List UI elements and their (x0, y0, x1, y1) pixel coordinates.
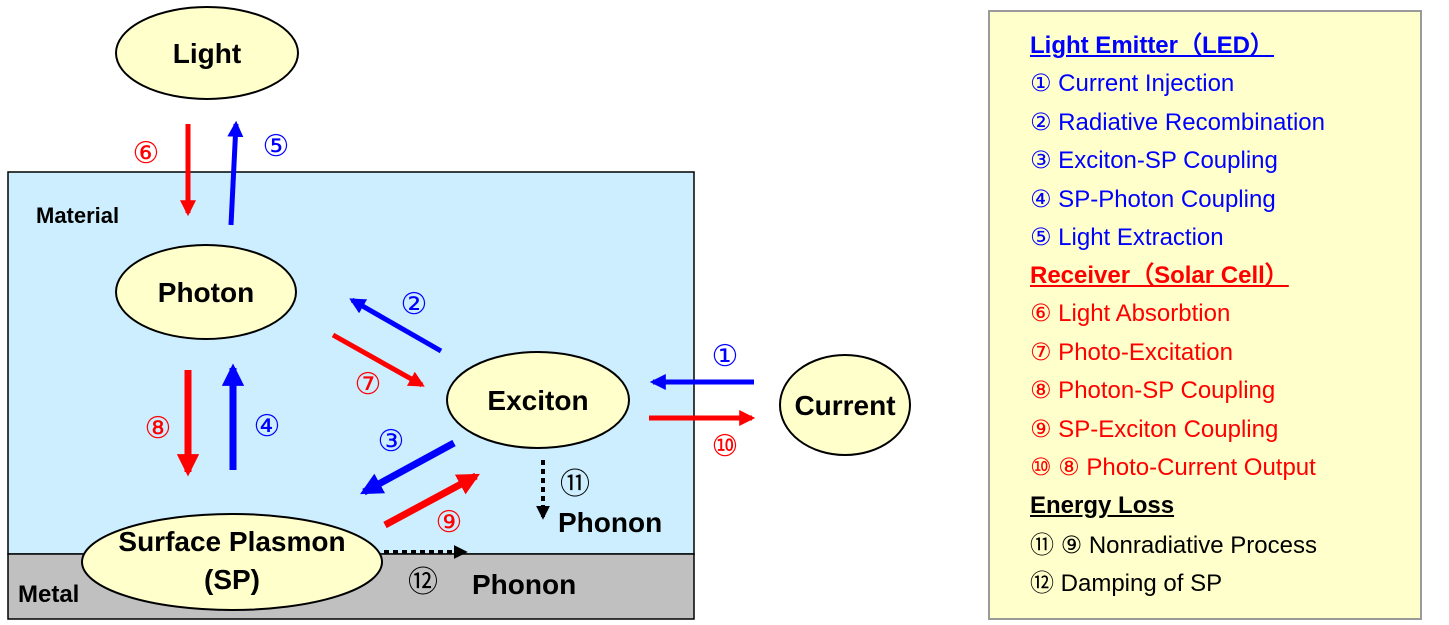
step-label-5: ⑤ (263, 130, 290, 163)
legend-item: ⑨ SP-Exciton Coupling (1030, 416, 1279, 443)
photon-node (115, 244, 297, 340)
energy-flow-diagram: Material Metal Light Photon Exciton Curr… (7, 6, 911, 620)
legend-item: ③ Exciton-SP Coupling (1030, 147, 1278, 174)
surface-plasmon-node (81, 513, 383, 611)
legend-item: ⑪ ⑨ Nonradiative Process (1030, 532, 1317, 559)
arrow-5-light-extraction (227, 120, 244, 226)
arrow-3-exciton-sp (360, 439, 456, 496)
step-label-6: ⑥ (133, 137, 160, 170)
legend-item: ⑦ Photo-Excitation (1030, 339, 1233, 366)
surface-plasmon-abbrev: (SP) (204, 564, 260, 595)
step-label-7: ⑦ (355, 368, 382, 401)
step-label-11: ⑪ (560, 468, 590, 501)
legend-item: ⑤ Light Extraction (1030, 224, 1224, 251)
step-label-4: ④ (254, 410, 281, 443)
metal-label: Metal (18, 581, 79, 608)
legend-item: ⑩ ⑧ Photo-Current Output (1030, 454, 1316, 481)
exciton-node (446, 351, 630, 449)
phonon-exciton-label: Phonon (558, 507, 662, 538)
legend-emitter-header: Light Emitter（LED） (1030, 32, 1274, 59)
arrow-9-sp-exciton (383, 472, 480, 529)
current-node-label: Current (794, 390, 895, 421)
legend-item: ① Current Injection (1030, 70, 1235, 97)
surface-plasmon-label: Surface Plasmon (118, 526, 345, 557)
step-label-1: ① (712, 340, 739, 373)
light-node (115, 6, 299, 100)
legend-item: ⑫ Damping of SP (1030, 570, 1223, 597)
legend-item: ⑧ Photon-SP Coupling (1030, 377, 1276, 404)
step-label-8: ⑧ (145, 412, 172, 445)
step-label-2: ② (401, 288, 428, 321)
legend-loss-header: Energy Loss (1030, 492, 1175, 519)
arrow-2-radiative (349, 297, 443, 354)
legend-item: ④ SP-Photon Coupling (1030, 186, 1276, 213)
current-node (779, 354, 911, 456)
legend-receiver-header: Receiver（Solar Cell） (1030, 262, 1289, 289)
step-label-3: ③ (378, 425, 405, 458)
step-label-12: ⑫ (408, 566, 438, 599)
legend-item: ⑥ Light Absorbtion (1030, 300, 1231, 327)
legend-item: ② Radiative Recombination (1030, 109, 1325, 136)
material-label: Material (36, 203, 119, 228)
step-label-10: ⑩ (712, 430, 739, 463)
photon-node-label: Photon (158, 277, 254, 308)
step-label-9: ⑨ (436, 506, 463, 539)
legend-panel: Light Emitter（LED） ① Current Injection ②… (988, 10, 1422, 620)
arrow-7-photo-excitation (331, 332, 425, 388)
phonon-sp-label: Phonon (472, 569, 576, 600)
light-node-label: Light (173, 38, 241, 69)
exciton-node-label: Exciton (487, 385, 588, 416)
